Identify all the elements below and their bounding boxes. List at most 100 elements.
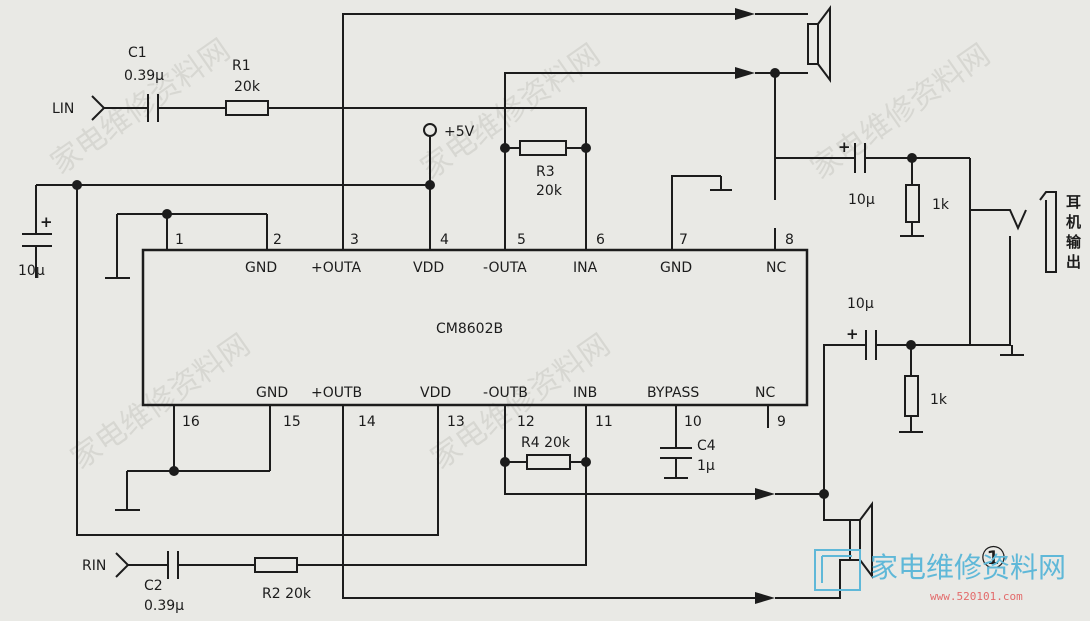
r-load-top-value: 1k bbox=[932, 197, 950, 213]
watermark-layer: 家电维修资料网 家电维修资料网 家电维修资料网 家电维修资料网 家电维修资料网 bbox=[45, 32, 997, 476]
wire-neg-outb bbox=[504, 405, 755, 495]
pin-number: 6 bbox=[596, 232, 605, 248]
pin-label: NC bbox=[755, 385, 775, 401]
arrow-icon bbox=[735, 67, 755, 79]
r1-resistor bbox=[225, 100, 269, 116]
wire-pos-outa bbox=[342, 13, 735, 250]
c2-value: 0.39μ bbox=[144, 598, 184, 614]
r4-label: R4 20k bbox=[521, 435, 571, 451]
gnd-wire-pin-7 bbox=[671, 175, 732, 250]
pin-number: 14 bbox=[358, 414, 376, 430]
arrow-icon bbox=[755, 592, 775, 604]
speaker-top-icon bbox=[807, 5, 831, 83]
rin-connector bbox=[115, 552, 130, 578]
pin-label: +OUTB bbox=[311, 385, 362, 401]
supply-capacitor bbox=[22, 185, 52, 278]
pin-label: GND bbox=[256, 385, 288, 401]
plus-sign: + bbox=[40, 213, 53, 231]
bottom-pins: GND 16 +OUTB 15 VDD 14 -OUTB 13 INB 12 B… bbox=[182, 385, 786, 430]
pin-number: 11 bbox=[595, 414, 613, 430]
out-cap-bottom-value: 10μ bbox=[847, 296, 874, 312]
wire-vdd-b bbox=[76, 185, 439, 536]
pin-number: 8 bbox=[785, 232, 794, 248]
c2-name: C2 bbox=[144, 578, 163, 594]
jack-ground bbox=[1000, 345, 1024, 356]
r3-resistor bbox=[519, 140, 567, 156]
c1-value: 0.39μ bbox=[124, 68, 164, 84]
r1-name: R1 bbox=[232, 58, 251, 74]
r2-label: R2 20k bbox=[262, 586, 312, 602]
pin-number: 13 bbox=[447, 414, 465, 430]
pin-number: 1 bbox=[175, 232, 184, 248]
r3-name: R3 bbox=[536, 164, 555, 180]
speaker-top-wire bbox=[755, 13, 808, 200]
junction-dot bbox=[169, 466, 179, 476]
site-logo: 家电维修资料网 www.520101.com bbox=[814, 549, 1066, 603]
jack-wire bbox=[969, 158, 1027, 346]
r1-value: 20k bbox=[234, 79, 261, 95]
top-pins: 1 2 GND 3 +OUTA 4 VDD 5 -OUTA 6 INA 7 GN… bbox=[175, 232, 794, 276]
c1-name: C1 bbox=[128, 45, 147, 61]
pin-number: 16 bbox=[182, 414, 200, 430]
watermark-text: 家电维修资料网 bbox=[415, 37, 607, 186]
junction-dot bbox=[500, 143, 510, 153]
pin-label: VDD bbox=[420, 385, 451, 401]
pin-label: NC bbox=[766, 260, 786, 276]
r2-resistor bbox=[254, 557, 298, 573]
headphone-jack-icon bbox=[1039, 191, 1057, 273]
rin-label: RIN bbox=[82, 558, 106, 574]
pin-label: -OUTA bbox=[483, 260, 527, 276]
junction-dot bbox=[500, 457, 510, 467]
speaker-bottom-icon bbox=[849, 501, 873, 579]
pin-number: 7 bbox=[679, 232, 688, 248]
jack-label-char: 机 bbox=[1066, 213, 1081, 231]
wire-ina bbox=[343, 107, 587, 250]
ic-body bbox=[141, 248, 809, 407]
pin-number: 4 bbox=[440, 232, 449, 248]
pin-label: VDD bbox=[413, 260, 444, 276]
wire-neg-outa bbox=[504, 72, 735, 250]
logo-url: www.520101.com bbox=[930, 590, 1023, 603]
watermark-text: 家电维修资料网 bbox=[65, 327, 257, 476]
out-cap-bottom bbox=[823, 330, 970, 494]
jack-label-char: 出 bbox=[1066, 253, 1081, 271]
ic-name: CM8602B bbox=[436, 321, 503, 337]
arrow-icon bbox=[755, 488, 775, 500]
pin-label: -OUTB bbox=[483, 385, 528, 401]
vcc-terminal bbox=[423, 123, 437, 137]
junction-dot bbox=[581, 143, 591, 153]
jack-label-char: 耳 bbox=[1066, 193, 1081, 211]
pin-number: 5 bbox=[517, 232, 526, 248]
plus-sign: + bbox=[838, 138, 851, 156]
gnd-wire-pins-1-2 bbox=[105, 213, 268, 279]
pin-label: INA bbox=[573, 260, 598, 276]
gnd-wire-pins-15-16 bbox=[115, 405, 271, 511]
load-top-wire bbox=[900, 158, 924, 237]
pin-label: INB bbox=[573, 385, 597, 401]
r4-resistor bbox=[526, 454, 571, 470]
pin-number: 3 bbox=[350, 232, 359, 248]
watermark-text: 家电维修资料网 bbox=[425, 327, 617, 476]
figure-mark: ① bbox=[980, 541, 1007, 576]
arrow-icon bbox=[735, 8, 755, 20]
plus-sign: + bbox=[846, 325, 859, 343]
pin-label: GND bbox=[245, 260, 277, 276]
r3-value: 20k bbox=[536, 183, 563, 199]
lin-label: LIN bbox=[52, 101, 74, 117]
r-load-bottom bbox=[904, 375, 919, 417]
r-load-top bbox=[905, 184, 920, 223]
pin-label: GND bbox=[660, 260, 692, 276]
pin-label: BYPASS bbox=[647, 385, 699, 401]
supply-cap-value: 10μ bbox=[18, 263, 45, 279]
c4-capacitor bbox=[660, 405, 692, 479]
junction-dot bbox=[162, 209, 172, 219]
junction-dot bbox=[770, 68, 780, 78]
vcc-label: +5V bbox=[444, 124, 475, 140]
pin-number: 10 bbox=[684, 414, 702, 430]
lin-wire bbox=[104, 94, 343, 122]
pin-number: 12 bbox=[517, 414, 535, 430]
out-cap-top bbox=[775, 143, 970, 173]
speaker-bottom-wire bbox=[775, 493, 850, 599]
junction-dot bbox=[581, 457, 591, 467]
